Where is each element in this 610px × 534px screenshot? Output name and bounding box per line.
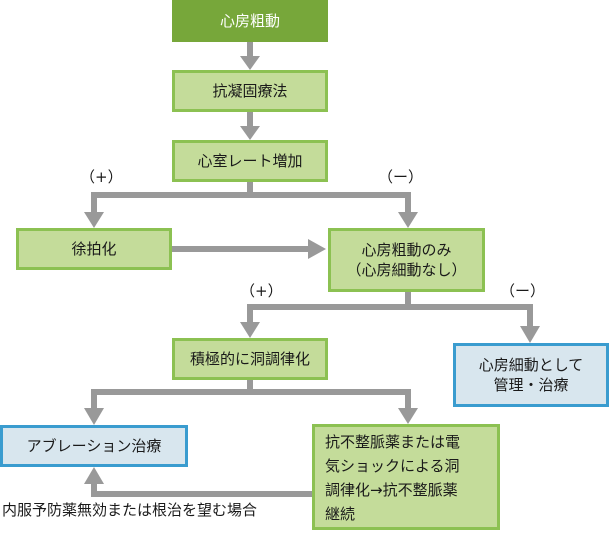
node-label: 抗凝固療法: [212, 82, 288, 100]
arrowhead: [240, 126, 260, 140]
label-plus-1: （+）: [80, 168, 123, 186]
node-label-line-1: 心房細動として: [478, 356, 584, 374]
label-minus-1: （ー）: [378, 168, 424, 186]
arrowhead: [520, 326, 540, 343]
node-flutter-only: 心房粗動のみ （心房細動なし）: [328, 228, 485, 292]
arrowhead: [398, 408, 418, 424]
arrowhead: [398, 212, 418, 228]
arrowhead: [308, 239, 326, 259]
arrow-rhythm-split: [91, 389, 411, 410]
label-minus-2: （ー）: [500, 282, 546, 300]
node-label-line-4: 継続: [325, 505, 356, 523]
node-antiarrhythmic: 抗不整脈薬または電 気ショックによる洞 調律化→抗不整脈薬 継続: [312, 424, 500, 530]
node-anticoagulation: 抗凝固療法: [172, 70, 328, 112]
node-ablation: アブレーション治療: [0, 425, 188, 467]
node-label: 心房粗動: [219, 12, 280, 30]
arrowhead: [240, 56, 260, 70]
node-label-line-2: 気ショックによる洞: [325, 457, 460, 475]
arrow-aflonly-split: [247, 304, 533, 328]
arrowhead: [84, 408, 104, 425]
node-rate-control: 徐拍化: [16, 228, 172, 270]
node-label: 積極的に洞調律化: [189, 350, 310, 368]
label-ablation-condition: 内服予防薬無効または根治を望む場合: [2, 501, 258, 519]
node-label-line-1: 心房粗動のみ: [361, 241, 452, 259]
node-label: 心室レート増加: [197, 152, 303, 170]
node-label: 徐拍化: [71, 240, 117, 258]
node-ventricular-rate-increase: 心室レート増加: [172, 140, 328, 182]
arrow-hr-split: [91, 192, 411, 214]
node-label: アブレーション治療: [26, 437, 162, 455]
node-manage-as-af: 心房細動として 管理・治療: [453, 343, 609, 407]
node-label-line-2: 管理・治療: [493, 376, 569, 394]
arrowhead: [84, 212, 104, 228]
node-label-line-3: 調律化→抗不整脈薬: [325, 481, 458, 499]
label-plus-2: （+）: [240, 282, 283, 300]
arrowhead: [240, 322, 260, 338]
node-atrial-flutter: 心房粗動: [172, 0, 328, 42]
arrow-aad-to-ablation: [91, 482, 312, 497]
node-label-line-2: （心房細動なし）: [346, 261, 467, 279]
node-active-rhythm-control: 積極的に洞調律化: [172, 338, 328, 380]
arrowhead: [84, 467, 104, 484]
node-label-line-1: 抗不整脈薬または電: [325, 433, 461, 451]
